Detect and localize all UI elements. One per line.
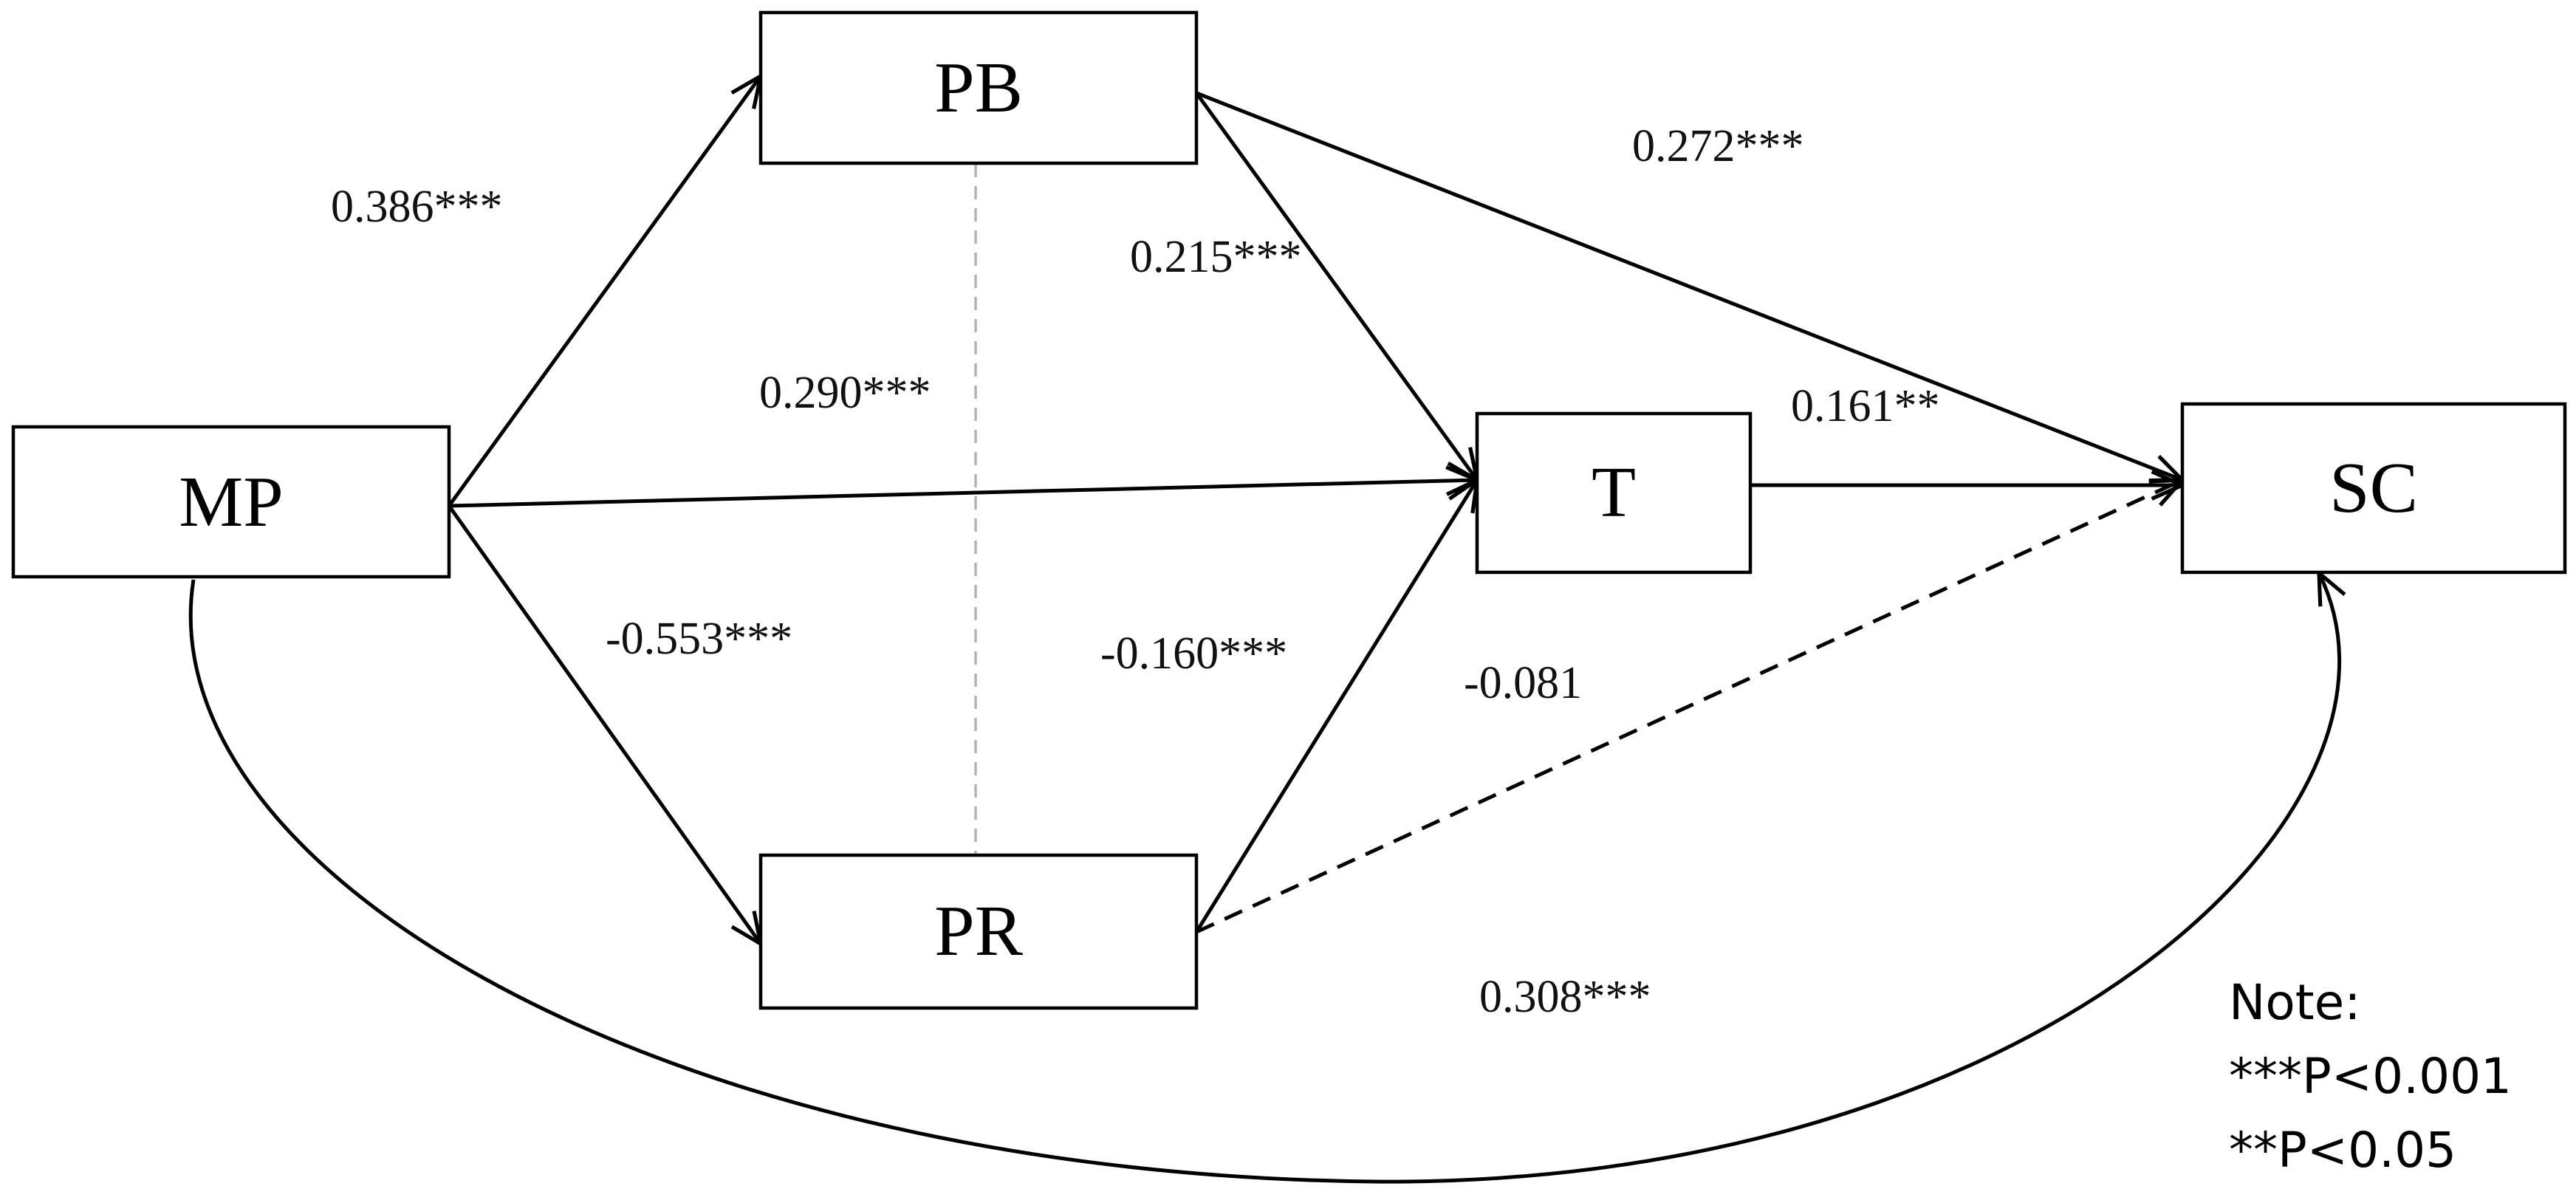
edge-mp-t bbox=[448, 480, 1477, 508]
node-mp-box bbox=[11, 425, 451, 579]
node-sc: SC bbox=[2180, 402, 2567, 575]
edge-pb-sc bbox=[1196, 91, 2182, 480]
coef-pb-sc: 0.272*** bbox=[1632, 121, 1804, 171]
edge-mp-sc-curve bbox=[188, 573, 2339, 1184]
coef-mp-pb: 0.386*** bbox=[331, 182, 503, 232]
node-mp: MP bbox=[11, 425, 451, 579]
node-pr-label: PR bbox=[934, 891, 1024, 971]
node-t-box bbox=[1475, 411, 1753, 575]
node-pb: PB bbox=[758, 10, 1199, 165]
edge-pr-t bbox=[1194, 480, 1477, 933]
node-sc-box bbox=[2180, 402, 2567, 575]
significance-note: Note: ***P<0.001 **P<0.05 bbox=[2229, 974, 2512, 1179]
coef-mp-pr: -0.553*** bbox=[606, 614, 792, 664]
node-t: T bbox=[1475, 411, 1753, 575]
coef-pr-sc: -0.081 bbox=[1464, 658, 1582, 708]
note-line-2: **P<0.05 bbox=[2229, 1122, 2456, 1179]
node-mp-label: MP bbox=[179, 462, 284, 542]
node-pr-box bbox=[758, 853, 1199, 1010]
edge-mp-pb bbox=[447, 76, 761, 507]
coef-mp-t: 0.290*** bbox=[759, 368, 931, 418]
edge-pb-t bbox=[1194, 92, 1477, 480]
node-sc-label: SC bbox=[2329, 448, 2418, 528]
coef-pr-t: -0.160*** bbox=[1100, 628, 1287, 679]
node-t-label: T bbox=[1592, 453, 1636, 532]
note-title: Note: bbox=[2229, 974, 2360, 1031]
node-pr: PR bbox=[758, 853, 1199, 1010]
coef-mp-sc: 0.308*** bbox=[1479, 972, 1651, 1022]
edge-mp-pr bbox=[447, 504, 761, 944]
edge-pr-sc bbox=[1195, 480, 2182, 934]
node-pb-label: PB bbox=[934, 48, 1023, 128]
coef-t-sc: 0.161** bbox=[1791, 381, 1940, 431]
node-pb-box bbox=[758, 10, 1199, 165]
note-line-1: ***P<0.001 bbox=[2229, 1048, 2512, 1105]
coef-pb-t: 0.215*** bbox=[1130, 232, 1302, 282]
